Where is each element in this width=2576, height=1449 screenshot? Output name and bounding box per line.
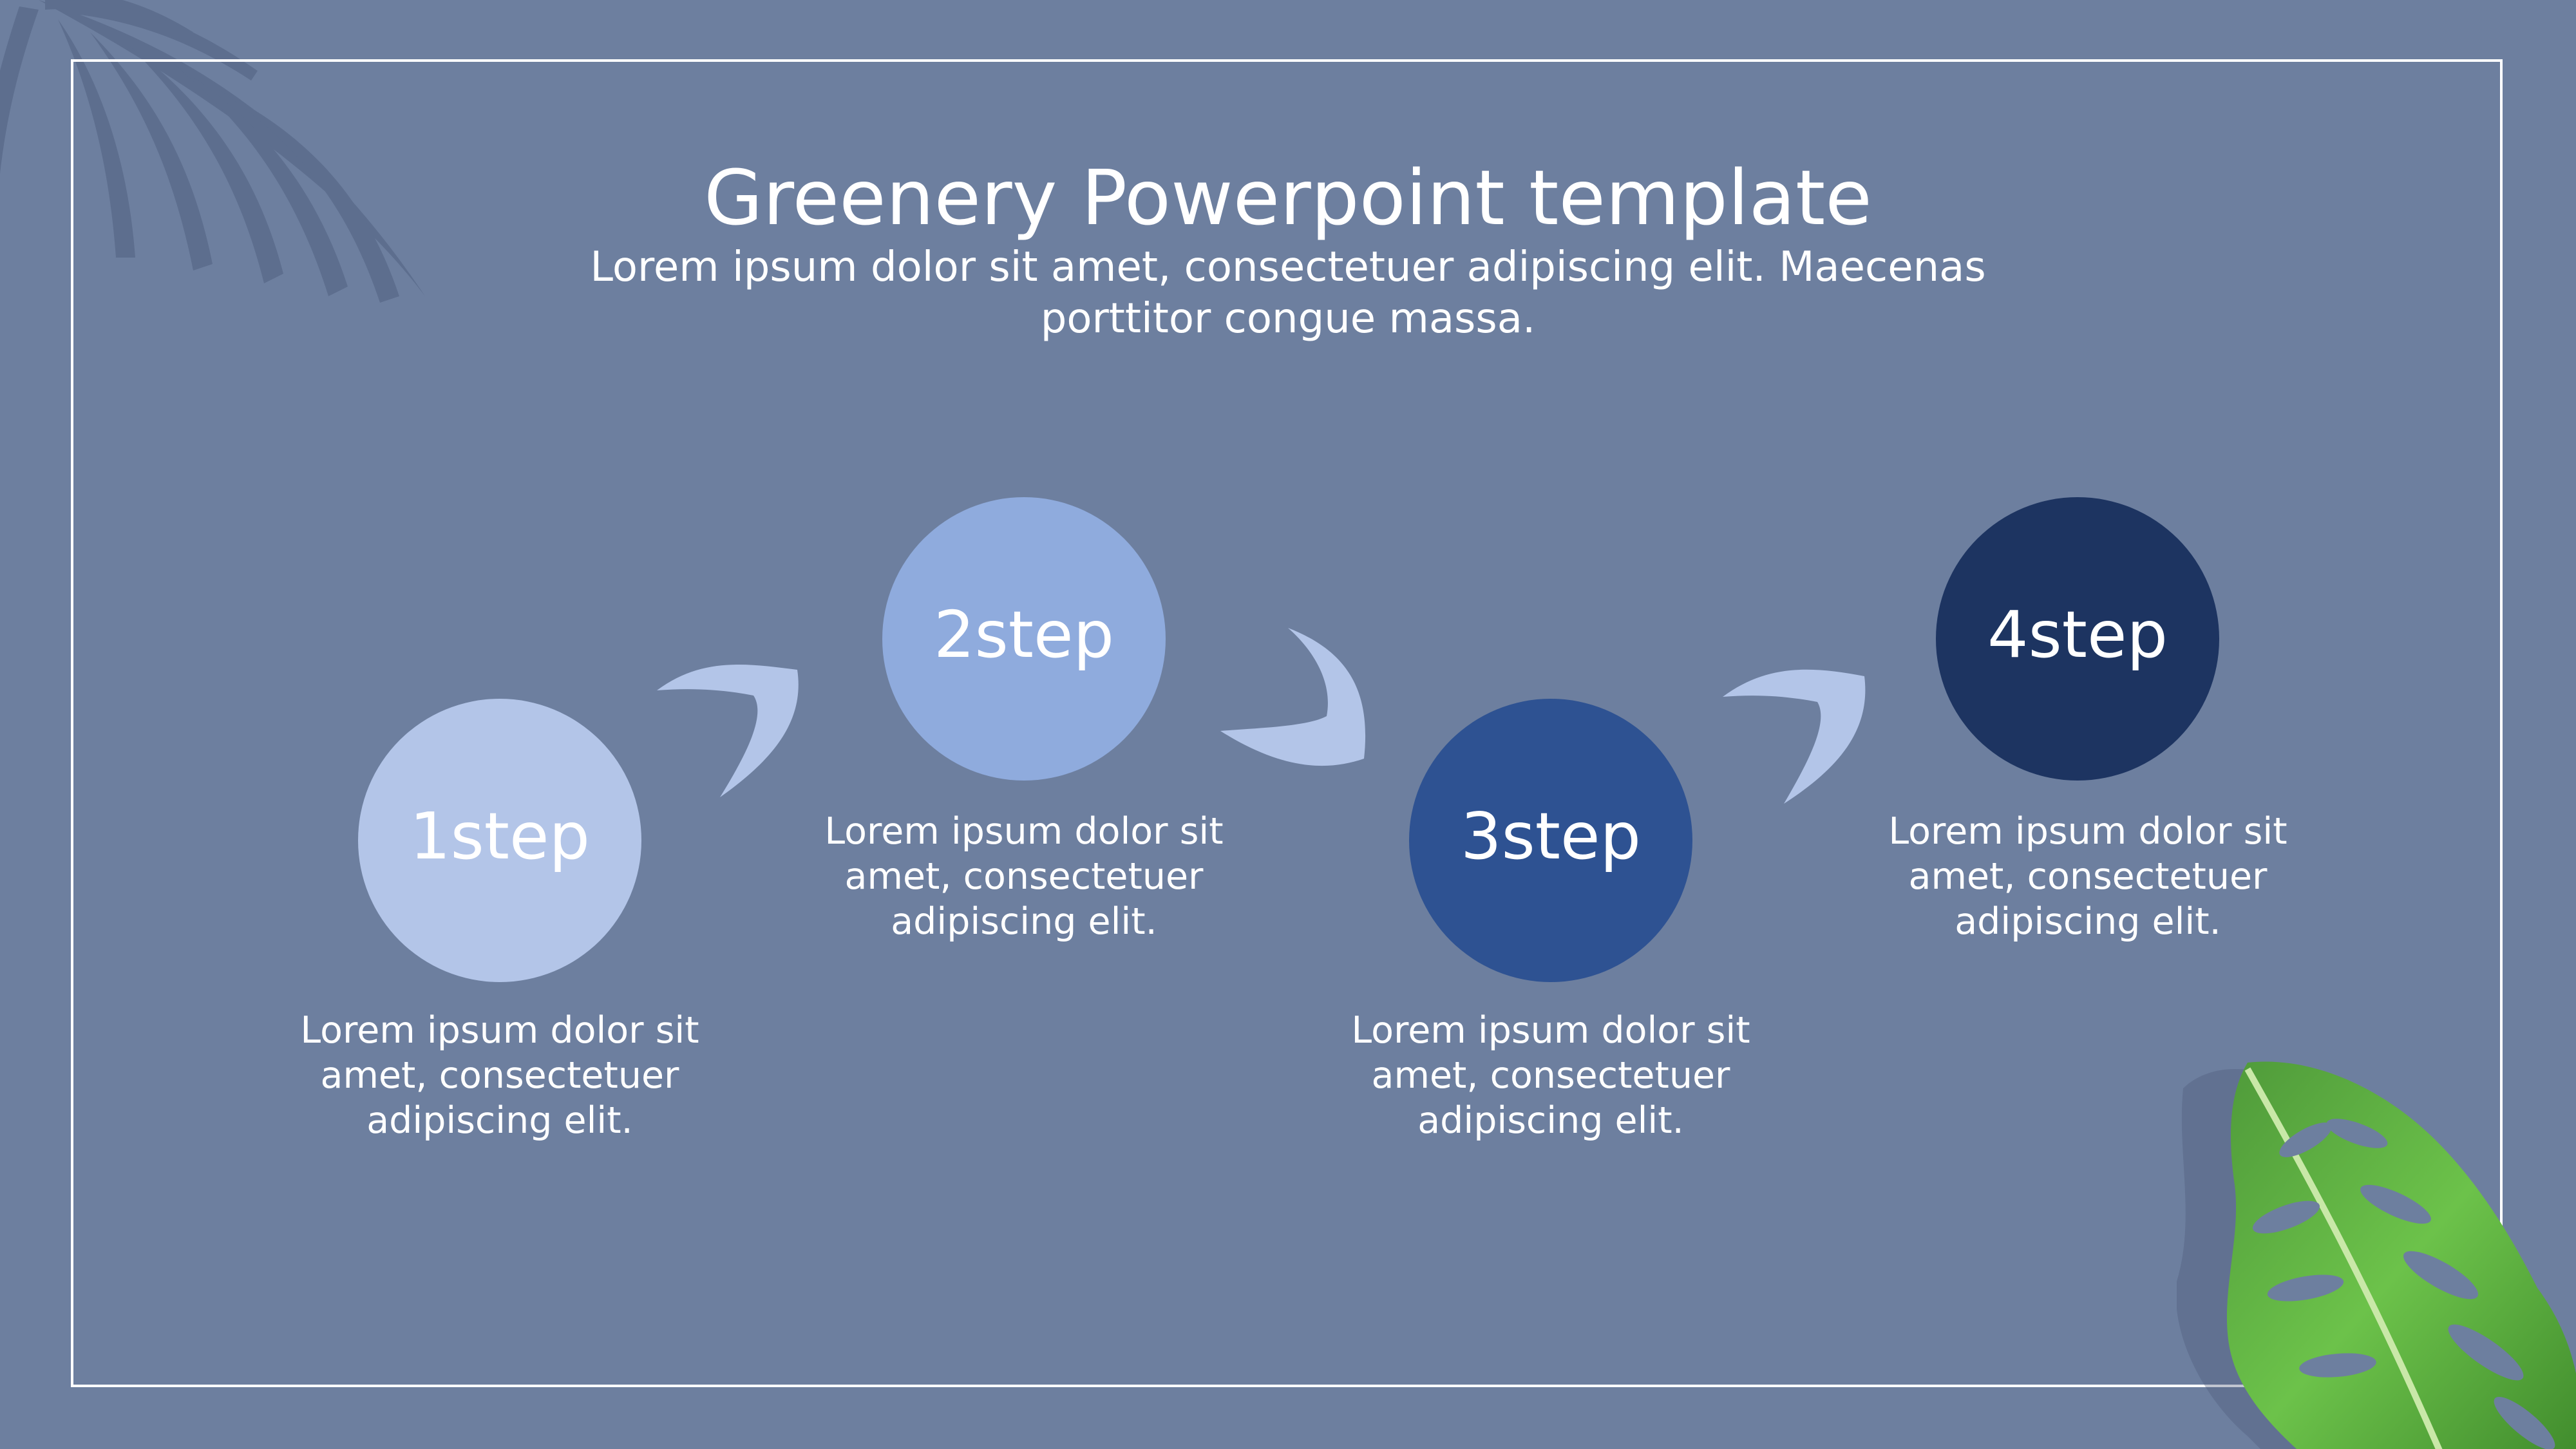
arrow-2-to-3 [1220, 628, 1365, 766]
step-2: 2step [882, 497, 1166, 781]
arrow-1-to-2 [657, 665, 799, 797]
step-3-description: Lorem ipsum dolor sit amet, consectetuer… [1332, 1008, 1770, 1143]
step-1: 1step [358, 699, 641, 982]
step-2-label: 2step [934, 597, 1114, 672]
monstera-leaf-icon [2177, 1043, 2576, 1449]
step-4-description: Lorem ipsum dolor sit amet, consectetuer… [1869, 809, 2307, 944]
step-4-label: 4step [1987, 597, 2168, 672]
step-1-label: 1step [410, 799, 590, 874]
step-3: 3step [1409, 699, 1692, 982]
step-1-description: Lorem ipsum dolor sit amet, consectetuer… [281, 1008, 719, 1143]
step-2-description: Lorem ipsum dolor sit amet, consectetuer… [805, 809, 1243, 944]
step-3-label: 3step [1461, 799, 1641, 874]
arrow-3-to-4 [1723, 670, 1865, 804]
step-4: 4step [1936, 497, 2219, 781]
